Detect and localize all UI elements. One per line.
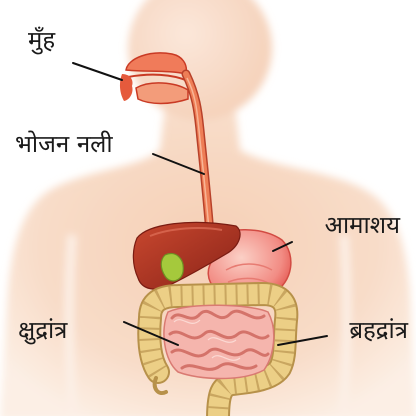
organ-labels: मुँह भोजन नली आमाशय क्षुद्रांत्र ब्रहद्र… bbox=[15, 26, 409, 345]
stomach-label: आमाशय bbox=[325, 211, 401, 239]
small-intestine-highlight bbox=[173, 319, 241, 361]
nasal-cavity bbox=[125, 52, 188, 75]
gallbladder bbox=[160, 252, 184, 282]
esophagus-label: भोजन नली bbox=[15, 130, 113, 158]
mouth-label: मुँह bbox=[28, 26, 56, 55]
stomach-pointer bbox=[272, 241, 293, 252]
large-intestine-organ bbox=[137, 282, 299, 416]
small-intestine-organ bbox=[163, 304, 275, 380]
tongue bbox=[135, 82, 189, 105]
large-intestine-pointer bbox=[277, 335, 328, 346]
large-intestine-label: ब्रहद्रांत्र bbox=[349, 316, 408, 344]
small-intestine-pointer bbox=[123, 321, 179, 346]
esophagus-organ bbox=[181, 69, 215, 239]
mouth-organ bbox=[119, 52, 189, 105]
liver-highlight bbox=[149, 227, 223, 237]
small-intestine-label: क्षुद्रांत्र bbox=[18, 316, 68, 345]
pointer-lines bbox=[72, 62, 328, 346]
liver-organ bbox=[132, 221, 241, 290]
esophagus-highlight bbox=[186, 77, 210, 231]
appendix bbox=[152, 376, 168, 395]
liver bbox=[132, 221, 241, 290]
left-arm-gap bbox=[64, 234, 79, 416]
esophagus-pointer bbox=[152, 153, 205, 175]
right-arm-gap bbox=[337, 234, 352, 416]
lips bbox=[119, 74, 133, 101]
mouth-pointer bbox=[72, 62, 123, 81]
small-intestine-coils bbox=[168, 309, 270, 371]
large-intestine-haustra bbox=[139, 283, 297, 416]
